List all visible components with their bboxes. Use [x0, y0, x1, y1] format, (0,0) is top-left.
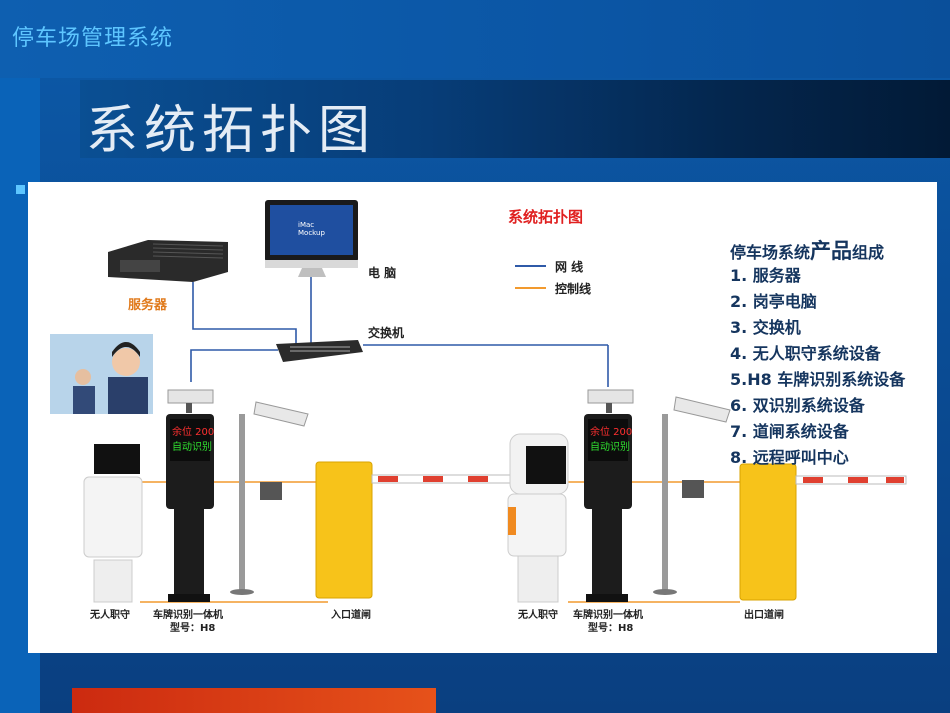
svg-text:自动识别: 自动识别 [590, 440, 630, 453]
product-item: 4. 无人职守系统设备 [730, 344, 881, 363]
diagram-title: 系统拓扑图 [508, 208, 584, 226]
plate-recognition-unit-left: 余位 200 自动识别 [166, 389, 214, 602]
product-item: 6. 双识别系统设备 [730, 396, 865, 415]
svg-text:余位 200: 余位 200 [590, 425, 632, 438]
plate-unit-label-right: 车牌识别一体机 [573, 610, 643, 621]
switch-label: 交换机 [368, 326, 405, 340]
pole-camera-right [653, 396, 731, 595]
unattended-label-left: 无人职守 [90, 610, 130, 621]
product-item: 3. 交换机 [730, 318, 801, 337]
product-item: 2. 岗亭电脑 [730, 292, 817, 311]
topology-drawing: iMac Mockup [50, 200, 907, 603]
product-item: 1. 服务器 [730, 266, 801, 285]
call-center-photo [50, 334, 153, 414]
legend-label-network: 网 线 [555, 260, 584, 274]
svg-text:余位 200: 余位 200 [172, 425, 214, 438]
model-label-right: 型号：H8 [588, 623, 634, 634]
accent-bar [72, 688, 436, 713]
entry-gate-label: 入口道闸 [331, 610, 371, 621]
barrier-gate-left [315, 461, 513, 599]
app-title: 停车场管理系统 [12, 26, 174, 51]
title-band [80, 80, 950, 158]
monitor-icon: iMac Mockup [265, 200, 358, 277]
product-item: 7. 道闸系统设备 [730, 422, 849, 441]
product-list: 停车场系统产品组成 1. 服务器 2. 岗亭电脑 3. 交换机 4. 无人职守系… [730, 235, 940, 471]
pole-camera-left [230, 401, 309, 595]
topology-diagram: iMac Mockup [28, 182, 937, 653]
model-label-left: 型号：H8 [170, 623, 216, 634]
header-bar [0, 0, 950, 78]
svg-text:Mockup: Mockup [298, 229, 325, 237]
product-heading: 停车场系统产品组成 [730, 239, 885, 263]
plate-recognition-unit-right: 余位 200 自动识别 [584, 389, 634, 602]
server-icon [108, 240, 228, 282]
svg-text:自动识别: 自动识别 [172, 440, 212, 453]
computer-label: 电 脑 [368, 266, 397, 280]
unattended-label-right: 无人职守 [518, 610, 558, 621]
svg-text:iMac: iMac [298, 221, 314, 229]
exit-gate-label: 出口道闸 [744, 610, 784, 621]
unattended-kiosk-right [507, 433, 569, 603]
bullet-marker [16, 185, 25, 194]
product-item: 5.H8 车牌识别系统设备 [730, 370, 906, 389]
network-lines [190, 277, 609, 387]
unattended-kiosk-left [83, 444, 143, 603]
server-label: 服务器 [128, 298, 168, 313]
plate-unit-label-left: 车牌识别一体机 [153, 610, 223, 621]
control-lines [140, 481, 740, 603]
switch-icon [276, 340, 363, 362]
legend-label-control: 控制线 [555, 282, 592, 296]
product-item: 8. 远程呼叫中心 [730, 448, 849, 467]
slide-title: 系统拓扑图 [86, 101, 377, 161]
barrier-gate-right [739, 463, 907, 601]
